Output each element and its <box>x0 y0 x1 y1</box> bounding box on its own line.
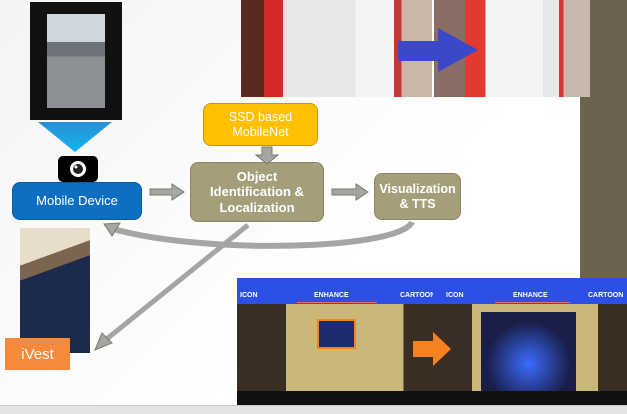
camera-icon <box>58 156 98 182</box>
tab-icon[interactable]: ICON <box>446 292 464 299</box>
tab-cartoon[interactable]: CARTOON <box>400 292 436 299</box>
object-identification-node: Object Identification & Localization <box>190 162 324 222</box>
app-tab-bar: ICON ENHANCE CARTOON <box>433 278 627 304</box>
detected-tv-box <box>317 319 356 349</box>
arrow-ssd-to-object <box>254 146 280 165</box>
object-identification-label: Object Identification & Localization <box>210 168 304 215</box>
ivest-logo-text: iVest <box>21 345 54 363</box>
slide-footer <box>0 405 627 414</box>
ssd-label: SSD based MobileNet <box>228 109 293 139</box>
user-with-tablet-photo <box>20 228 90 353</box>
ssd-mobilenet-node: SSD based MobileNet <box>203 103 318 146</box>
visualization-tts-node: Visualization & TTS <box>374 173 461 220</box>
visualization-label: Visualization & TTS <box>379 181 456 211</box>
tab-cartoon[interactable]: CARTOON <box>588 292 624 299</box>
tab-enhance[interactable]: ENHANCE <box>314 292 349 299</box>
blue-triangle-icon <box>38 122 112 152</box>
blue-arrow-icon <box>398 28 478 72</box>
tab-icon[interactable]: ICON <box>240 292 258 299</box>
app-tab-bar: ICON ENHANCE CARTOON <box>237 278 436 304</box>
arrow-mobile-to-object <box>149 183 185 201</box>
ivest-logo: iVest <box>5 338 70 370</box>
mobile-device-node: Mobile Device <box>12 182 142 220</box>
arrow-object-to-user <box>101 223 250 344</box>
tab-enhance[interactable]: ENHANCE <box>513 292 548 299</box>
android-nav-bar <box>433 391 627 405</box>
app-screenshot-after: ICON ENHANCE CARTOON <box>433 278 627 405</box>
android-nav-bar <box>237 391 433 405</box>
arrow-visualization-to-mobile <box>109 220 415 249</box>
orange-arrow-icon <box>413 332 451 366</box>
arrow-object-to-visualization <box>331 183 369 201</box>
enhanced-tv-image <box>481 312 576 398</box>
phone-street-photo <box>30 2 122 120</box>
app-screenshot-before: ICON ENHANCE CARTOON <box>237 278 436 405</box>
mobile-device-label: Mobile Device <box>36 193 118 209</box>
